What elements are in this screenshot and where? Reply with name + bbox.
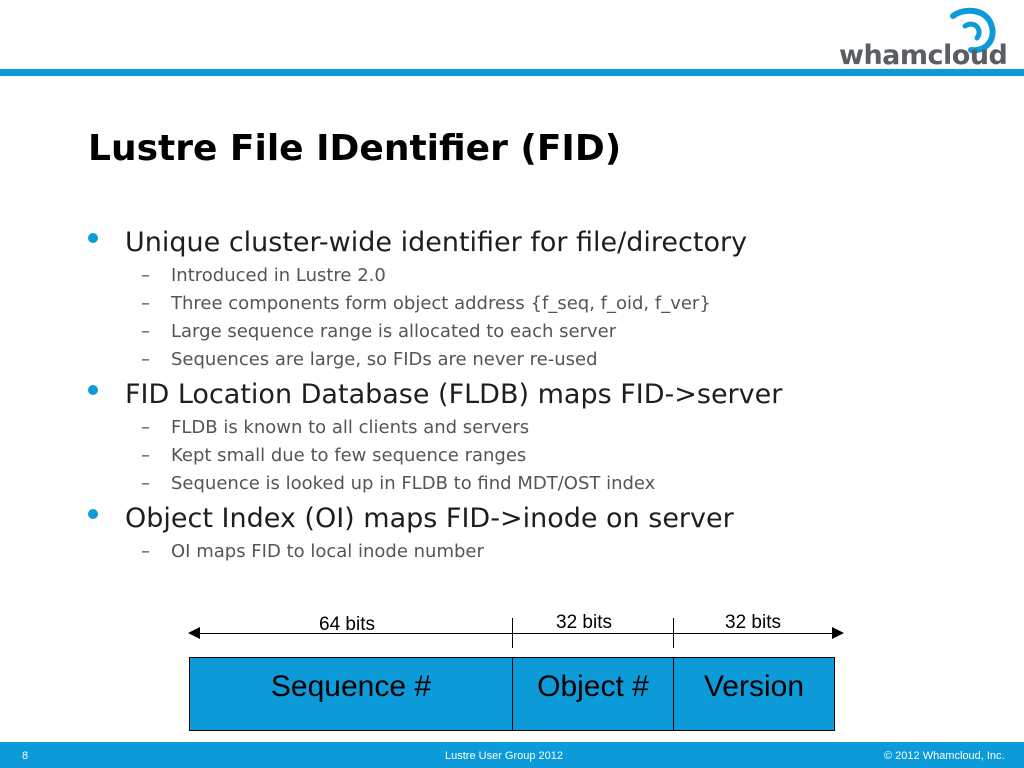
- logo-wordmark: whamcloud: [839, 40, 1008, 71]
- page-number: 8: [22, 750, 29, 762]
- sub-text: Three components form object address {f_…: [171, 293, 711, 314]
- slide-title: Lustre File IDentifier (FID): [88, 128, 622, 169]
- sub-text: Introduced in Lustre 2.0: [171, 265, 386, 286]
- arrow-right-icon: [832, 627, 844, 639]
- sub-text: Sequences are large, so FIDs are never r…: [171, 349, 598, 370]
- sub-text: FLDB is known to all clients and servers: [171, 417, 530, 438]
- dash-icon: –: [141, 265, 150, 286]
- dash-icon: –: [141, 445, 150, 466]
- bullet-item: FID Location Database (FLDB) maps FID->s…: [88, 376, 968, 498]
- bullet-item: Unique cluster-wide identifier for file/…: [88, 224, 968, 374]
- swirl-logo-icon: [950, 7, 996, 54]
- sub-text: Large sequence range is allocated to eac…: [171, 321, 617, 342]
- bullet-dot-icon: [88, 233, 98, 243]
- dash-icon: –: [141, 293, 150, 314]
- dash-icon: –: [141, 417, 150, 438]
- bullet-text: Unique cluster-wide identifier for file/…: [125, 227, 748, 258]
- sub-item: –FLDB is known to all clients and server…: [125, 414, 968, 442]
- bullet-list: Unique cluster-wide identifier for file/…: [88, 224, 968, 568]
- sub-list: –OI maps FID to local inode number: [125, 538, 968, 566]
- sub-item: –OI maps FID to local inode number: [125, 538, 968, 566]
- bits-label-sequence: 64 bits: [319, 614, 375, 635]
- sub-list: –Introduced in Lustre 2.0 –Three compone…: [125, 262, 968, 374]
- bullet-dot-icon: [88, 385, 98, 395]
- sub-text: OI maps FID to local inode number: [171, 541, 484, 562]
- bullet-dot-icon: [88, 509, 98, 519]
- dash-icon: –: [141, 349, 150, 370]
- sub-item: –Sequence is looked up in FLDB to find M…: [125, 470, 968, 498]
- fid-diagram: 64 bits 32 bits 32 bits Sequence # Objec…: [0, 600, 1024, 740]
- bullet-text: FID Location Database (FLDB) maps FID->s…: [125, 379, 783, 410]
- arrow-left-icon: [188, 627, 200, 639]
- sub-text: Kept small due to few sequence ranges: [171, 445, 527, 466]
- divider-tick: [673, 618, 674, 648]
- field-object: Object #: [513, 658, 674, 730]
- dash-icon: –: [141, 321, 150, 342]
- sub-item: –Introduced in Lustre 2.0: [125, 262, 968, 290]
- sub-item: –Sequences are large, so FIDs are never …: [125, 346, 968, 374]
- footer-event: Lustre User Group 2012: [445, 750, 564, 762]
- sub-text: Sequence is looked up in FLDB to find MD…: [171, 473, 656, 494]
- bits-label-object: 32 bits: [556, 612, 612, 633]
- dash-icon: –: [141, 541, 150, 562]
- header-accent-bar: [0, 69, 1024, 76]
- sub-item: –Large sequence range is allocated to ea…: [125, 318, 968, 346]
- sub-item: –Three components form object address {f…: [125, 290, 968, 318]
- footer-bar: 8 Lustre User Group 2012 © 2012 Whamclou…: [0, 742, 1024, 768]
- sub-list: –FLDB is known to all clients and server…: [125, 414, 968, 498]
- footer-copyright: © 2012 Whamcloud, Inc.: [884, 750, 1005, 762]
- sub-item: –Kept small due to few sequence ranges: [125, 442, 968, 470]
- bits-label-version: 32 bits: [725, 612, 781, 633]
- field-sequence: Sequence #: [190, 658, 513, 730]
- bullet-item: Object Index (OI) maps FID->inode on ser…: [88, 500, 968, 566]
- bit-width-arrow: [190, 633, 840, 634]
- fid-structure-box: Sequence # Object # Version: [189, 657, 835, 731]
- bullet-text: Object Index (OI) maps FID->inode on ser…: [125, 503, 734, 534]
- dash-icon: –: [141, 473, 150, 494]
- whamcloud-logo: whamcloud: [833, 6, 1008, 72]
- divider-tick: [512, 618, 513, 648]
- field-version: Version: [674, 658, 834, 730]
